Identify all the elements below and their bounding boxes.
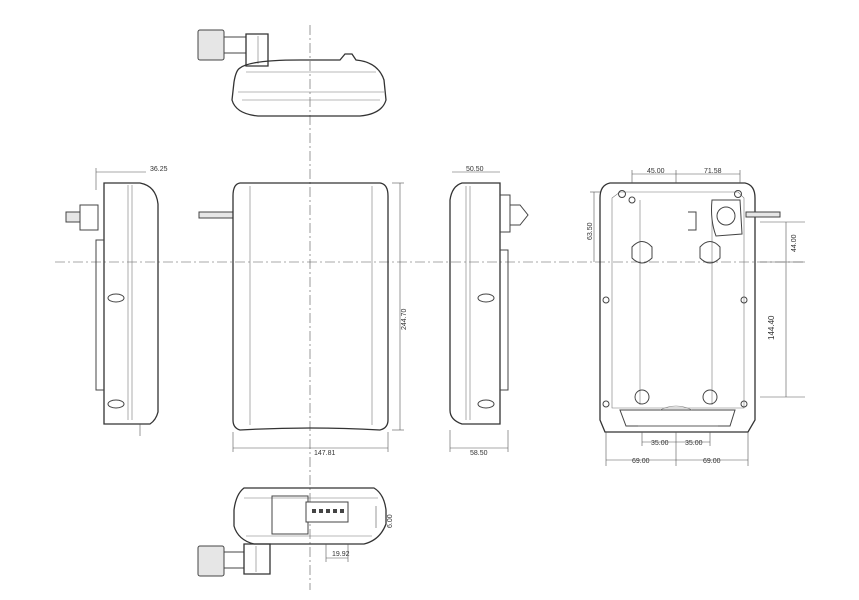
top-view-body — [231, 53, 387, 117]
dim-side-right-bottom: 58.50 — [470, 450, 488, 457]
bottom-view-latch — [243, 543, 271, 575]
bottom-view: 19.92 6.00 — [197, 487, 394, 577]
dim-side-right-top: 50.50 — [466, 166, 484, 173]
dim-back-left-vertical: 63.50 — [587, 222, 594, 240]
front-view-cable — [198, 211, 234, 219]
top-view — [197, 29, 387, 117]
back-latch — [711, 199, 743, 237]
dim-back-right-lower: 144.40 — [767, 315, 776, 340]
top-view-plug-neck — [223, 36, 247, 54]
left-side-view: 36.25 — [65, 166, 168, 436]
back-screw-hole — [618, 190, 626, 198]
bottom-view-body — [233, 487, 387, 545]
back-cable — [745, 211, 781, 218]
dim-front-height: 244.70 — [401, 308, 408, 330]
dim-back-bottom-inner-left: 35.00 — [651, 440, 669, 447]
dim-side-left-offset: 36.25 — [150, 166, 168, 173]
back-view: 45.00 71.58 63.50 44.00 144.40 35.00 35.… — [587, 168, 805, 466]
top-view-latch — [245, 33, 269, 67]
dim-bottom-connector-depth: 6.00 — [387, 514, 394, 528]
dim-bottom-connector-width: 19.92 — [332, 551, 350, 558]
dim-back-right-upper: 44.00 — [791, 234, 798, 252]
right-side-view: 50.50 58.50 — [449, 166, 529, 457]
dim-back-top-left: 45.00 — [647, 168, 665, 175]
bottom-view-plug-head — [197, 545, 225, 577]
top-view-plug-head — [197, 29, 225, 61]
dim-back-bottom-inner-right: 35.00 — [685, 440, 703, 447]
dim-back-bottom-outer-left: 69.00 — [632, 458, 650, 465]
right-side-body — [449, 182, 501, 425]
left-side-slot — [107, 293, 125, 303]
dim-back-top-right: 71.58 — [704, 168, 722, 175]
dim-front-width: 147.81 — [314, 450, 336, 457]
back-mount-slot-right — [699, 241, 721, 264]
left-side-body — [103, 182, 159, 425]
right-side-plug — [510, 204, 529, 226]
dim-back-bottom-outer-right: 69.00 — [703, 458, 721, 465]
front-view-body — [232, 182, 389, 431]
front-view: 244.70 147.81 — [198, 182, 408, 457]
left-side-plug — [65, 211, 81, 223]
back-mount-slot-left — [631, 241, 653, 264]
